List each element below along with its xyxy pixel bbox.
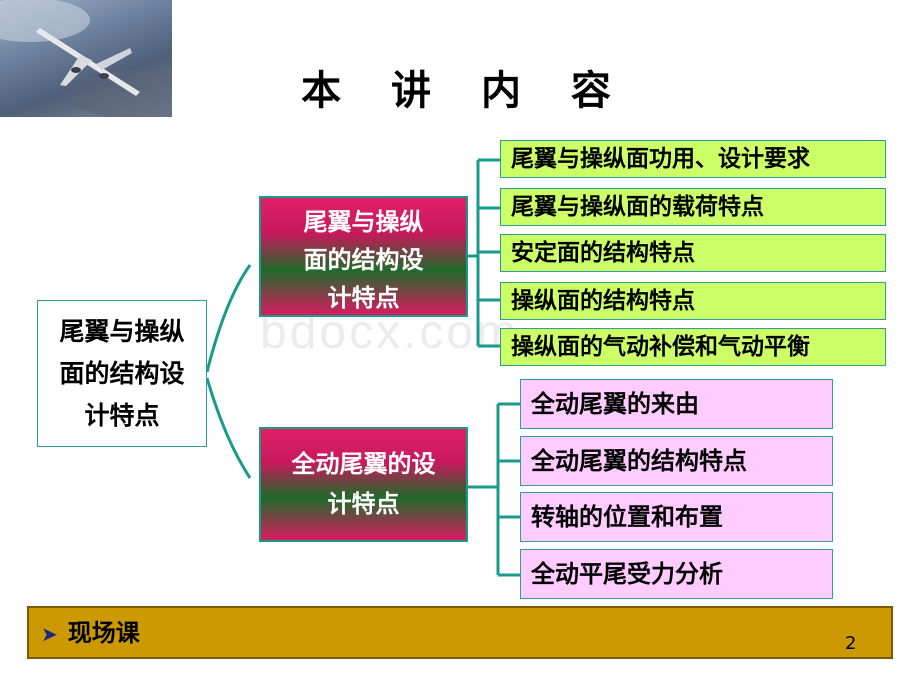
branch-line: 尾翼与操纵 xyxy=(303,208,424,236)
topic-item: 操纵面的气动补偿和气动平衡 xyxy=(500,328,886,366)
footer-banner: ➤ 现场课 xyxy=(27,606,893,659)
branch-all-moving-tail-box: 全动尾翼的设 计特点 xyxy=(259,427,468,542)
branch-line: 面的结构设 xyxy=(303,246,424,274)
branch-line: 全动尾翼的设 xyxy=(291,450,436,478)
topic-item: 安定面的结构特点 xyxy=(500,234,886,272)
footer-label: 现场课 xyxy=(67,619,140,647)
root-line: 面的结构设 xyxy=(59,359,185,388)
topic-item: 尾翼与操纵面的载荷特点 xyxy=(500,188,886,226)
connector-root-to-branch1 xyxy=(205,264,252,373)
arrow-bullet-icon: ➤ xyxy=(41,622,58,646)
root-line: 计特点 xyxy=(84,401,160,430)
branch-line: 计特点 xyxy=(327,284,400,312)
topic-item: 全动尾翼的来由 xyxy=(520,379,833,429)
root-topic-box: 尾翼与操纵 面的结构设 计特点 xyxy=(37,300,207,447)
connector-root-to-branch2 xyxy=(205,377,252,479)
topic-item: 全动平尾受力分析 xyxy=(520,549,833,599)
branch-line: 计特点 xyxy=(327,490,400,518)
root-line: 尾翼与操纵 xyxy=(59,317,185,346)
page-number: 2 xyxy=(845,633,857,654)
topic-item: 尾翼与操纵面功用、设计要求 xyxy=(500,140,886,178)
airplane-photo xyxy=(0,0,172,117)
topic-item: 转轴的位置和布置 xyxy=(520,492,833,542)
airplane-icon xyxy=(0,0,172,117)
topic-item: 操纵面的结构特点 xyxy=(500,282,886,320)
branch-structure-design-box: 尾翼与操纵 面的结构设 计特点 xyxy=(259,196,468,317)
slide-title: 本 讲 内 容 xyxy=(301,68,629,114)
topic-item: 全动尾翼的结构特点 xyxy=(520,436,833,486)
